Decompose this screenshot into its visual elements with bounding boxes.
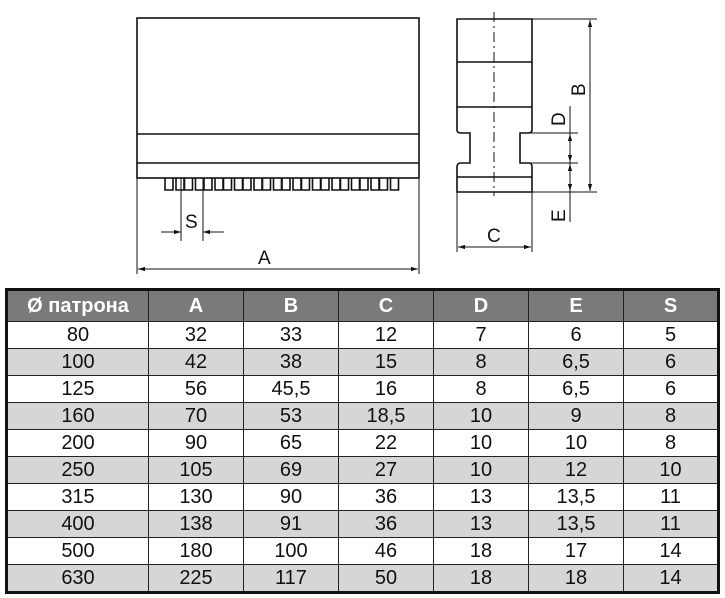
cell-chuck-diameter: 200: [6, 429, 149, 457]
dim-label-c: C: [487, 226, 501, 247]
cell-c: 16: [338, 375, 434, 403]
cell-a: 180: [148, 537, 244, 565]
cell-d: 8: [433, 348, 529, 376]
cell-e: 12: [528, 456, 624, 484]
cell-s: 8: [623, 429, 719, 457]
cell-e: 13,5: [528, 510, 624, 538]
table-header-row: Ø патрона A B C D E S: [6, 289, 719, 322]
cell-d: 13: [433, 483, 529, 511]
cell-d: 7: [433, 321, 529, 349]
side-view: [456, 12, 597, 252]
cell-s: 11: [623, 510, 719, 538]
cell-chuck-diameter: 80: [6, 321, 149, 349]
cell-c: 36: [338, 510, 434, 538]
cell-chuck-diameter: 125: [6, 375, 149, 403]
header-d: D: [433, 289, 529, 322]
cell-c: 46: [338, 537, 434, 565]
cell-s: 6: [623, 348, 719, 376]
cell-a: 225: [148, 564, 244, 593]
cell-s: 10: [623, 456, 719, 484]
cell-c: 12: [338, 321, 434, 349]
cell-s: 5: [623, 321, 719, 349]
cell-c: 15: [338, 348, 434, 376]
cell-d: 10: [433, 402, 529, 430]
header-s: S: [623, 289, 719, 322]
cell-a: 105: [148, 456, 244, 484]
cell-a: 130: [148, 483, 244, 511]
cell-b: 38: [243, 348, 339, 376]
cell-e: 9: [528, 402, 624, 430]
cell-chuck-diameter: 630: [6, 564, 149, 593]
header-b: B: [243, 289, 339, 322]
cell-b: 69: [243, 456, 339, 484]
cell-e: 17: [528, 537, 624, 565]
dim-label-a: A: [258, 248, 271, 269]
header-chuck-diameter: Ø патрона: [6, 289, 149, 322]
cell-d: 8: [433, 375, 529, 403]
technical-drawing: S A B D E C: [136, 12, 597, 274]
cell-a: 32: [148, 321, 244, 349]
cell-d: 13: [433, 510, 529, 538]
cell-c: 36: [338, 483, 434, 511]
cell-b: 90: [243, 483, 339, 511]
cell-chuck-diameter: 315: [6, 483, 149, 511]
cell-chuck-diameter: 160: [6, 402, 149, 430]
header-c: C: [338, 289, 434, 322]
cell-a: 42: [148, 348, 244, 376]
cell-b: 91: [243, 510, 339, 538]
cell-a: 56: [148, 375, 244, 403]
cell-b: 45,5: [243, 375, 339, 403]
cell-e: 6: [528, 321, 624, 349]
cell-chuck-diameter: 100: [6, 348, 149, 376]
jaw-teeth: [164, 178, 400, 191]
cell-c: 18,5: [338, 402, 434, 430]
cell-s: 11: [623, 483, 719, 511]
cell-chuck-diameter: 500: [6, 537, 149, 565]
cell-s: 14: [623, 564, 719, 593]
cell-e: 13,5: [528, 483, 624, 511]
cell-d: 10: [433, 456, 529, 484]
cell-chuck-diameter: 400: [6, 510, 149, 538]
cell-a: 138: [148, 510, 244, 538]
cell-b: 53: [243, 402, 339, 430]
dim-label-e: E: [549, 209, 570, 222]
dim-label-d: D: [549, 112, 570, 126]
dim-label-s: S: [185, 212, 198, 233]
cell-b: 65: [243, 429, 339, 457]
cell-s: 8: [623, 402, 719, 430]
cell-d: 18: [433, 537, 529, 565]
dim-label-b: B: [569, 83, 590, 96]
front-view: [136, 17, 420, 274]
header-e: E: [528, 289, 624, 322]
cell-e: 18: [528, 564, 624, 593]
cell-s: 14: [623, 537, 719, 565]
header-a: A: [148, 289, 244, 322]
cell-chuck-diameter: 250: [6, 456, 149, 484]
cell-c: 22: [338, 429, 434, 457]
cell-b: 100: [243, 537, 339, 565]
cell-e: 10: [528, 429, 624, 457]
cell-d: 18: [433, 564, 529, 593]
cell-b: 117: [243, 564, 339, 593]
cell-e: 6,5: [528, 348, 624, 376]
cell-s: 6: [623, 375, 719, 403]
cell-c: 27: [338, 456, 434, 484]
cell-a: 90: [148, 429, 244, 457]
cell-a: 70: [148, 402, 244, 430]
cell-c: 50: [338, 564, 434, 593]
cell-d: 10: [433, 429, 529, 457]
cell-b: 33: [243, 321, 339, 349]
cell-e: 6,5: [528, 375, 624, 403]
